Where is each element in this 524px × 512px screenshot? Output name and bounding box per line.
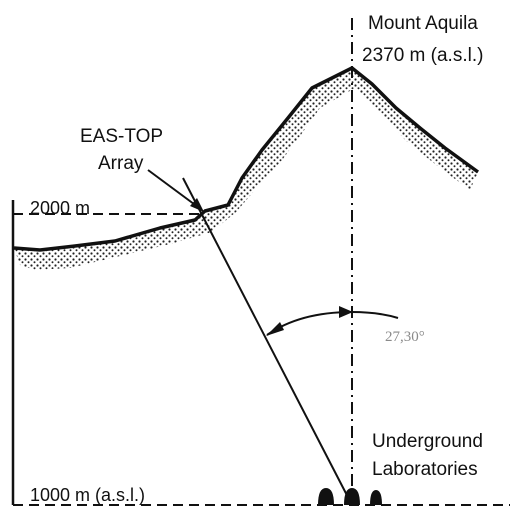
array-pointer-arrowhead <box>190 198 204 212</box>
array-label-line1: EAS-TOP <box>80 126 163 147</box>
peak-name-label: Mount Aquila <box>368 13 478 34</box>
array-label-line2: Array <box>98 153 144 174</box>
angle-label: 27,30° <box>385 329 425 345</box>
angle-arc-arrowhead-right <box>339 306 353 318</box>
array-to-lab-line <box>182 177 353 506</box>
level-1000-label: 1000 m (a.s.l.) <box>30 485 145 505</box>
angle-arc <box>266 310 399 336</box>
mountain-rock-layer <box>14 68 478 270</box>
lab-label-line1: Underground <box>372 431 483 452</box>
lab-hall-2 <box>344 488 360 505</box>
peak-elevation-label: 2370 m (a.s.l.) <box>362 45 483 66</box>
lab-hall-1 <box>318 488 334 505</box>
lab-hall-3 <box>370 490 382 505</box>
mountain-surface-line <box>13 66 480 252</box>
angle-arc-arrowhead-left <box>266 322 284 336</box>
lab-label-line2: Laboratories <box>372 459 478 480</box>
level-2000-label: 2000 m <box>30 198 90 218</box>
